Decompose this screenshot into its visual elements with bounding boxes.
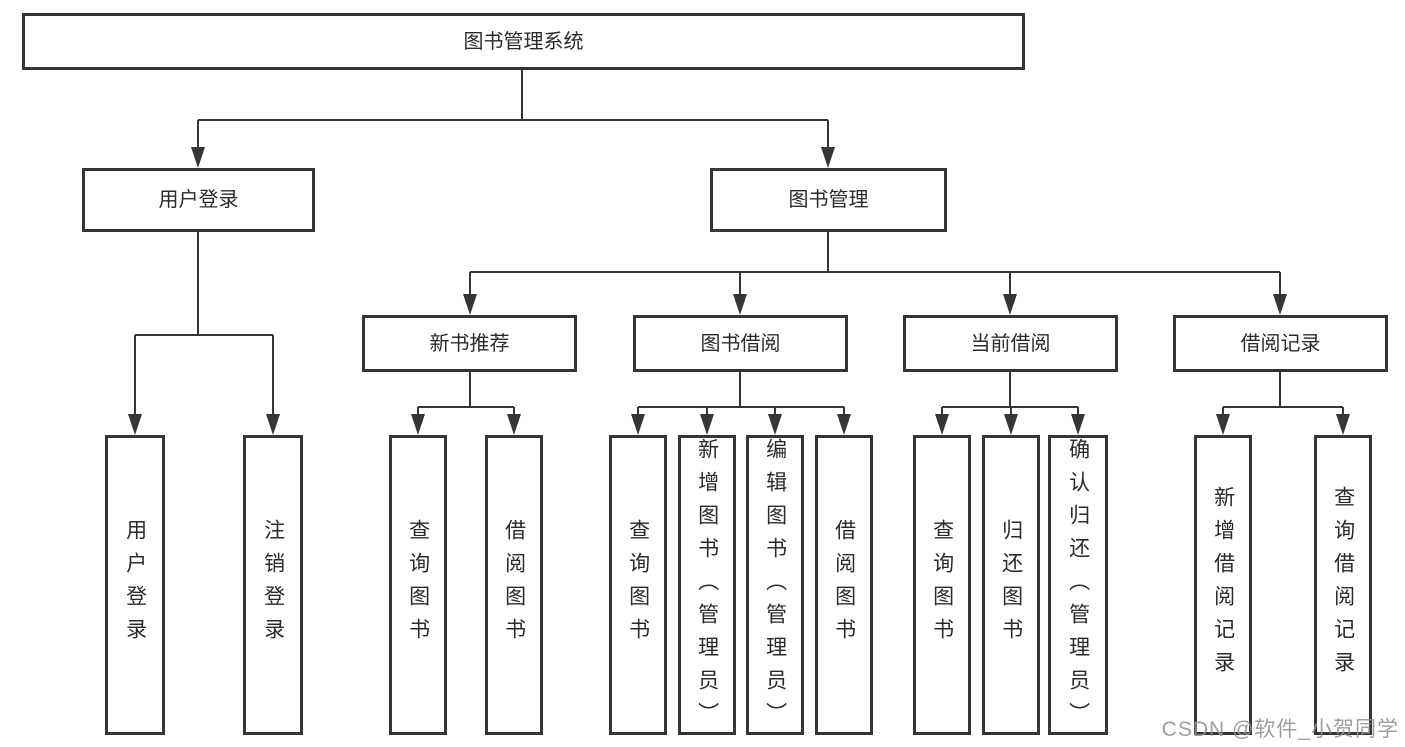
leaf-user-login: 用户登录: [105, 435, 165, 735]
node-new-book-recommend-label: 新书推荐: [429, 332, 510, 355]
node-current-borrow-label: 当前借阅: [970, 332, 1051, 355]
leaf-current-query-label: 查询图书: [930, 519, 954, 651]
node-book-management-label: 图书管理: [788, 189, 869, 211]
leaf-logout: 注销登录: [243, 435, 303, 735]
leaf-borrow-borrow-label: 借阅图书: [832, 519, 856, 651]
node-user-login-label: 用户登录: [158, 189, 239, 211]
leaf-current-confirm-admin-label: 确认归还（管理员）: [1066, 438, 1090, 735]
leaf-newbook-query-label: 查询图书: [406, 519, 430, 651]
node-user-login: 用户登录: [82, 168, 315, 232]
node-book-borrow: 图书借阅: [633, 315, 848, 372]
leaf-borrow-add-admin-label: 新增图书（管理员）: [695, 438, 719, 735]
leaf-borrow-edit-admin: 编辑图书（管理员）: [746, 435, 804, 735]
leaf-borrow-query: 查询图书: [609, 435, 667, 735]
leaf-newbook-borrow-label: 借阅图书: [502, 519, 526, 651]
leaf-newbook-query: 查询图书: [389, 435, 447, 735]
csdn-watermark: CSDN @软件_小贺同学: [1161, 718, 1399, 741]
leaf-current-confirm-admin: 确认归还（管理员）: [1048, 435, 1108, 735]
node-current-borrow: 当前借阅: [903, 315, 1118, 372]
node-borrow-record: 借阅记录: [1173, 315, 1388, 372]
node-borrow-record-label: 借阅记录: [1240, 332, 1321, 355]
leaf-borrow-add-admin: 新增图书（管理员）: [678, 435, 736, 735]
leaf-borrow-query-label: 查询图书: [626, 519, 650, 651]
node-root-label: 图书管理系统: [463, 30, 584, 53]
leaf-current-return: 归还图书: [982, 435, 1040, 735]
leaf-user-login-label: 用户登录: [123, 519, 147, 651]
node-new-book-recommend: 新书推荐: [362, 315, 577, 372]
leaf-record-add: 新增借阅记录: [1194, 435, 1252, 735]
node-book-management: 图书管理: [710, 168, 947, 232]
leaf-newbook-borrow: 借阅图书: [485, 435, 543, 735]
leaf-borrow-edit-admin-label: 编辑图书（管理员）: [763, 438, 787, 735]
leaf-record-query-label: 查询借阅记录: [1331, 486, 1355, 684]
leaf-current-query: 查询图书: [913, 435, 971, 735]
node-book-borrow-label: 图书借阅: [700, 332, 781, 355]
leaf-current-return-label: 归还图书: [999, 519, 1023, 651]
leaf-logout-label: 注销登录: [261, 519, 285, 651]
leaf-borrow-borrow: 借阅图书: [815, 435, 873, 735]
leaf-record-query: 查询借阅记录: [1314, 435, 1372, 735]
node-root: 图书管理系统: [22, 13, 1025, 70]
leaf-record-add-label: 新增借阅记录: [1211, 486, 1235, 684]
